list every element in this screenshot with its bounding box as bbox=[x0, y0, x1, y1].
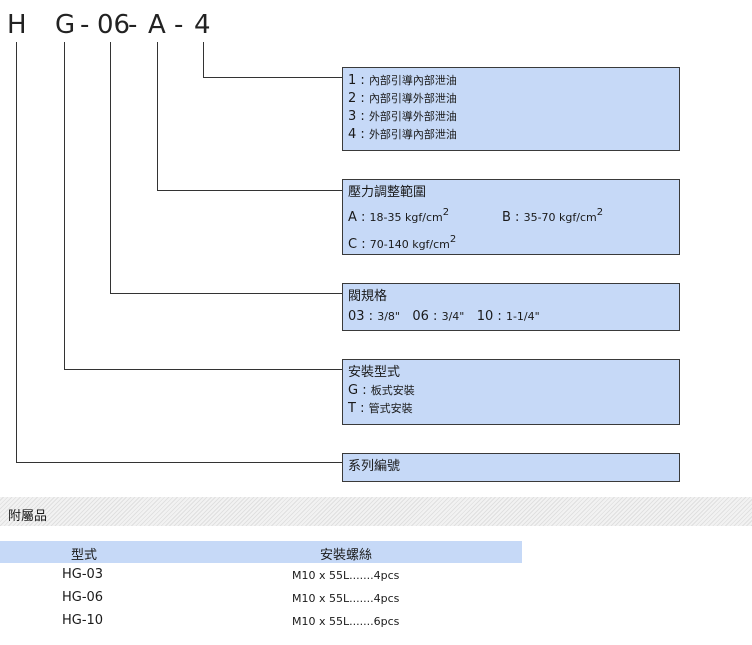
code-dash-2: - bbox=[128, 10, 138, 40]
connector-series-h bbox=[16, 462, 343, 463]
connector-mount-h bbox=[64, 369, 343, 370]
drain-item-2: 2 : 內部引導外部泄油 bbox=[348, 91, 457, 106]
accessories-title: 附屬品 bbox=[8, 509, 48, 524]
mount-t: T : 管式安裝 bbox=[348, 401, 413, 416]
accessories-table-header bbox=[0, 541, 522, 563]
code-size: 06 bbox=[97, 10, 131, 40]
series-box: 系列編號 bbox=[342, 453, 680, 482]
table-row-3-screw: M10 x 55L.......6pcs bbox=[292, 615, 400, 628]
mount-g: G : 板式安裝 bbox=[348, 383, 415, 398]
pressure-box: 壓力調整範圍 A : 18-35 kgf/cm2 B : 35-70 kgf/c… bbox=[342, 179, 680, 255]
code-series: H bbox=[7, 10, 27, 40]
table-row-3-model: HG-10 bbox=[62, 613, 104, 628]
connector-drain-v bbox=[203, 42, 204, 78]
drain-box: 1 : 內部引導內部泄油 2 : 內部引導外部泄油 3 : 外部引導外部泄油 4… bbox=[342, 67, 680, 151]
code-dash-3: - bbox=[174, 10, 184, 40]
table-row-2-screw: M10 x 55L.......4pcs bbox=[292, 592, 400, 605]
connector-size-h bbox=[110, 293, 343, 294]
series-title: 系列編號 bbox=[348, 459, 401, 474]
pressure-a: A : 18-35 kgf/cm2 bbox=[348, 207, 450, 225]
mount-box: 安裝型式 G : 板式安裝 T : 管式安裝 bbox=[342, 359, 680, 425]
table-row-2-model: HG-06 bbox=[62, 590, 104, 605]
mount-title: 安裝型式 bbox=[348, 365, 401, 380]
code-mount: G bbox=[55, 10, 76, 40]
code-dash-1: - bbox=[80, 10, 90, 40]
size-box: 閥規格 03 : 3/8" 06 : 3/4" 10 : 1-1/4" bbox=[342, 283, 680, 331]
col-header-screw: 安裝螺絲 bbox=[320, 548, 373, 563]
drain-item-1: 1 : 內部引導內部泄油 bbox=[348, 73, 457, 88]
connector-size-v bbox=[110, 42, 111, 294]
connector-drain-h bbox=[203, 77, 343, 78]
connector-pressure-v bbox=[157, 42, 158, 191]
pressure-c: C : 70-140 kgf/cm2 bbox=[348, 234, 457, 252]
pressure-title: 壓力調整範圍 bbox=[348, 185, 427, 200]
drain-item-4: 4 : 外部引導內部泄油 bbox=[348, 127, 457, 142]
accessories-header-band bbox=[0, 497, 752, 526]
table-row-1-model: HG-03 bbox=[62, 567, 104, 582]
code-drain: 4 bbox=[194, 10, 211, 40]
connector-pressure-h bbox=[157, 190, 343, 191]
connector-series-v bbox=[16, 42, 17, 463]
size-title: 閥規格 bbox=[348, 289, 388, 304]
col-header-model: 型式 bbox=[71, 548, 98, 563]
pressure-b: B : 35-70 kgf/cm2 bbox=[502, 207, 604, 225]
size-options: 03 : 3/8" 06 : 3/4" 10 : 1-1/4" bbox=[348, 309, 540, 324]
code-pressure: A bbox=[148, 10, 166, 40]
pressure-row-ab: A : 18-35 kgf/cm2 B : 35-70 kgf/cm2 bbox=[348, 204, 674, 227]
table-row-1-screw: M10 x 55L.......4pcs bbox=[292, 569, 400, 582]
connector-mount-v bbox=[64, 42, 65, 370]
drain-item-3: 3 : 外部引導外部泄油 bbox=[348, 109, 457, 124]
